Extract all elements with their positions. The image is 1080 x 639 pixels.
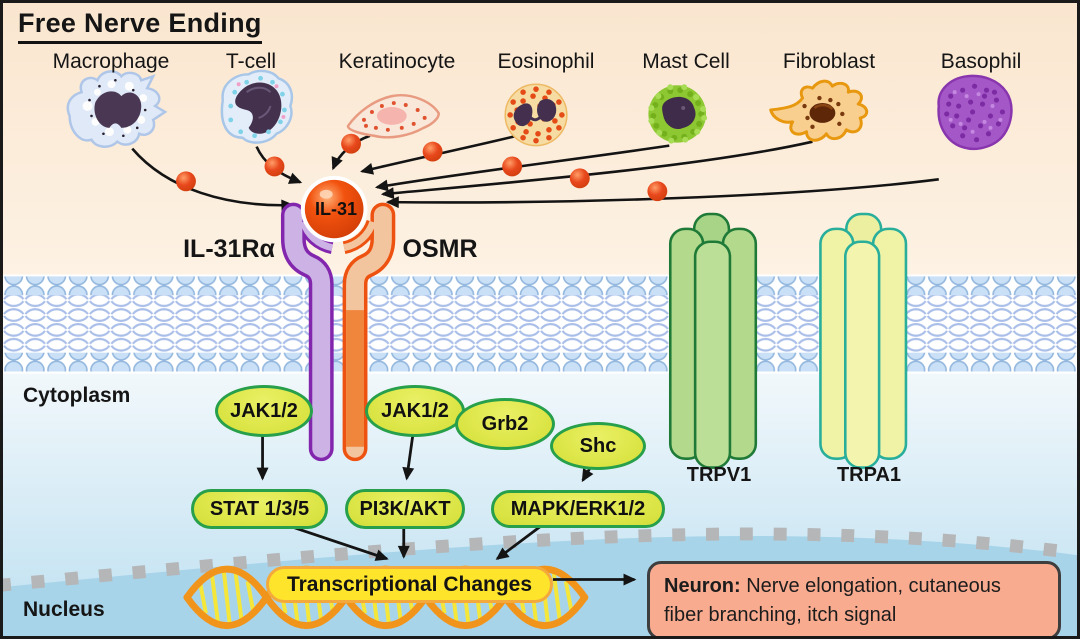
mast-cell-label: Mast Cell xyxy=(642,50,730,73)
osmr-receptor xyxy=(342,202,396,462)
signaling-arrows xyxy=(256,435,637,586)
macrophage-label: Macrophage xyxy=(52,50,170,73)
grb2-node: Grb2 xyxy=(455,398,555,450)
keratinocyte-label: Keratinocyte xyxy=(338,50,456,73)
shc-node: Shc xyxy=(550,422,646,470)
fibroblast-label: Fibroblast xyxy=(782,50,876,73)
jak12-right-node: JAK1/2 xyxy=(365,385,465,437)
keratinocyte-cell-icon xyxy=(346,94,440,139)
nucleus-label: Nucleus xyxy=(23,598,105,621)
cytoplasm-label: Cytoplasm xyxy=(23,384,131,407)
fibroblast-cell-icon xyxy=(769,79,869,142)
t-cell-icon xyxy=(220,69,294,144)
neuron-outcome-prefix: Neuron: xyxy=(664,575,741,597)
macrophage-cell-icon xyxy=(66,70,168,148)
neuron-outcome-box: Neuron: Nerve elongation, cutaneous fibe… xyxy=(647,561,1061,636)
cytokine-release-arrows xyxy=(131,134,939,212)
stat135-node: STAT 1/3/5 xyxy=(191,489,328,529)
t-cell-label: T-cell xyxy=(225,50,277,73)
transcriptional-changes-node: Transcriptional Changes xyxy=(266,566,553,603)
diagram-art xyxy=(3,3,1077,636)
il31ra-receptor-label: IL-31Rα xyxy=(183,235,275,263)
basophil-label: Basophil xyxy=(940,50,1022,73)
il31-ligand-ball xyxy=(300,175,368,243)
il31-molecule-dots xyxy=(176,133,668,202)
osmr-receptor-label: OSMR xyxy=(402,235,478,263)
cell-membrane xyxy=(3,274,1077,374)
mapk-erk12-node: MAPK/ERK1/2 xyxy=(491,490,665,528)
diagram-title: Free Nerve Ending xyxy=(18,8,262,44)
il31ra-receptor xyxy=(280,202,334,462)
trpa1-label: TRPA1 xyxy=(836,464,902,486)
mast-cell-icon xyxy=(648,84,708,144)
jak12-left-node: JAK1/2 xyxy=(215,385,313,437)
eosinophil-label: Eosinophil xyxy=(497,50,595,73)
trpa1-channel xyxy=(819,212,908,469)
nuclear-envelope-dashes xyxy=(3,527,1077,592)
eosinophil-cell-icon xyxy=(504,83,568,147)
il31-ligand-label: IL-31 xyxy=(314,199,358,220)
basophil-cell-icon xyxy=(937,74,1013,151)
trpv1-label: TRPV1 xyxy=(686,464,752,486)
neuron-outcome-text: Nerve elongation, cutaneous fiber branch… xyxy=(664,575,1001,626)
pi3k-akt-node: PI3K/AKT xyxy=(345,489,465,529)
trpv1-channel xyxy=(668,212,758,469)
